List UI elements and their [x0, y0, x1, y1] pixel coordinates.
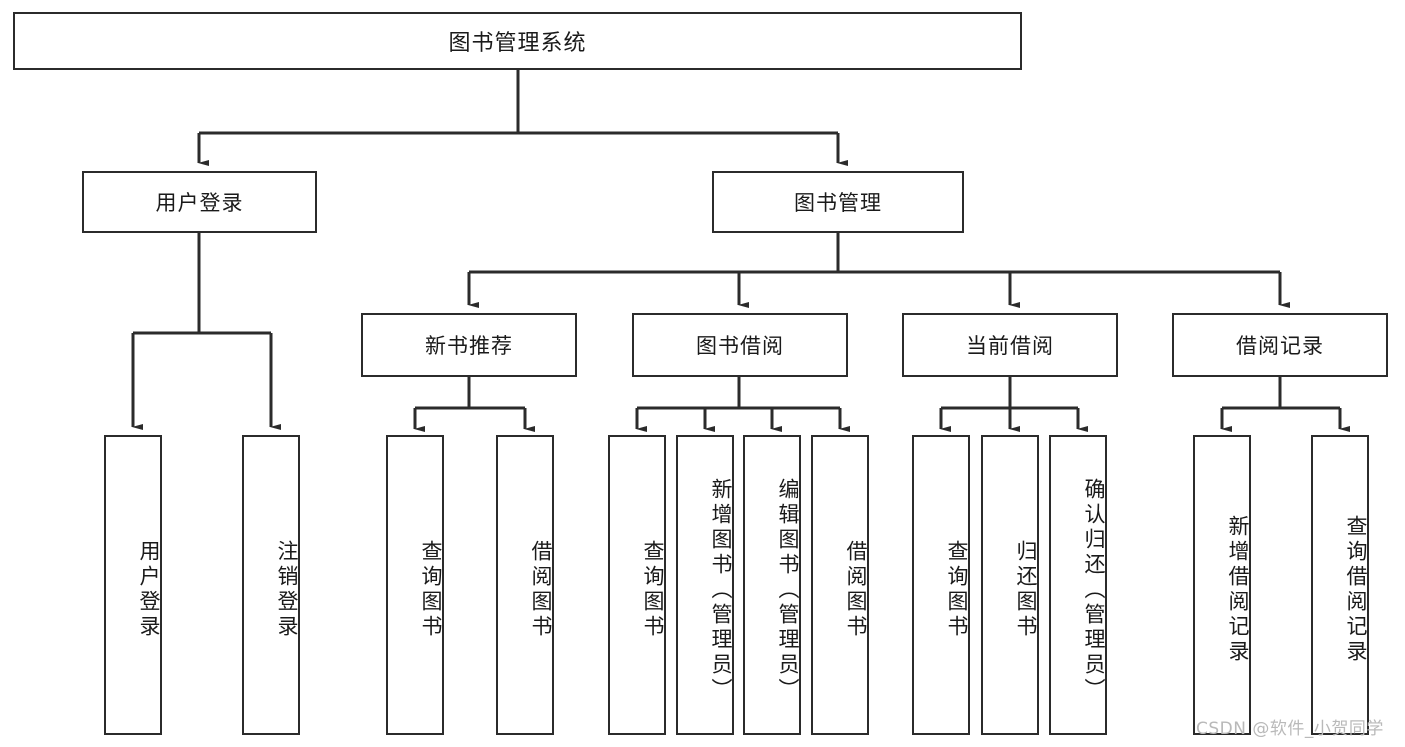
leaf-book-borrow-add-book-admin[interactable]: 新增图书（管理员）: [676, 435, 734, 735]
node-borrow-record[interactable]: 借阅记录: [1172, 313, 1388, 377]
leaf-book-borrow-borrow-book[interactable]: 借阅图书: [811, 435, 869, 735]
leaf-user-login-logout[interactable]: 注销登录: [242, 435, 300, 735]
leaf-borrow-record-query-record[interactable]: 查询借阅记录: [1311, 435, 1369, 735]
node-label: 图书管理系统: [448, 31, 587, 56]
leaf-book-borrow-query-book[interactable]: 查询图书: [608, 435, 666, 735]
leaf-borrow-record-add-record[interactable]: 新增借阅记录: [1193, 435, 1251, 735]
node-label: 用户登录: [155, 191, 244, 215]
node-user-login[interactable]: 用户登录: [82, 171, 317, 233]
node-label: 图书借阅: [696, 334, 784, 358]
node-label: 新增图书（管理员）: [709, 477, 733, 703]
node-label: 借阅图书: [529, 540, 553, 640]
node-label: 编辑图书（管理员）: [776, 477, 800, 703]
leaf-new-book-query-book[interactable]: 查询图书: [386, 435, 444, 735]
node-label: 确认归还（管理员）: [1082, 477, 1106, 703]
node-label: 归还图书: [1014, 540, 1038, 640]
node-label: 借阅记录: [1236, 334, 1324, 358]
leaf-book-borrow-edit-book-admin[interactable]: 编辑图书（管理员）: [743, 435, 801, 735]
leaf-new-book-borrow-book[interactable]: 借阅图书: [496, 435, 554, 735]
node-label: 新增借阅记录: [1226, 515, 1250, 665]
node-label: 图书管理: [794, 191, 882, 215]
leaf-current-borrow-query-book[interactable]: 查询图书: [912, 435, 970, 735]
node-label: 注销登录: [275, 540, 299, 640]
leaf-current-borrow-return-book[interactable]: 归还图书: [981, 435, 1039, 735]
node-new-book-recommend[interactable]: 新书推荐: [361, 313, 577, 377]
leaf-user-login-login[interactable]: 用户登录: [104, 435, 162, 735]
watermark-text: CSDN @软件_小贺同学: [1196, 719, 1384, 739]
node-label: 新书推荐: [425, 334, 513, 358]
node-label: 用户登录: [137, 540, 161, 640]
node-label: 借阅图书: [844, 540, 868, 640]
node-book-management[interactable]: 图书管理: [712, 171, 964, 233]
node-label: 查询借阅记录: [1344, 515, 1368, 665]
leaf-current-borrow-confirm-return-admin[interactable]: 确认归还（管理员）: [1049, 435, 1107, 735]
node-root-book-management-system[interactable]: 图书管理系统: [13, 12, 1022, 70]
node-label: 查询图书: [945, 540, 969, 640]
node-book-borrow[interactable]: 图书借阅: [632, 313, 848, 377]
node-label: 查询图书: [419, 540, 443, 640]
node-current-borrow[interactable]: 当前借阅: [902, 313, 1118, 377]
node-label: 查询图书: [641, 540, 665, 640]
node-label: 当前借阅: [966, 334, 1054, 358]
